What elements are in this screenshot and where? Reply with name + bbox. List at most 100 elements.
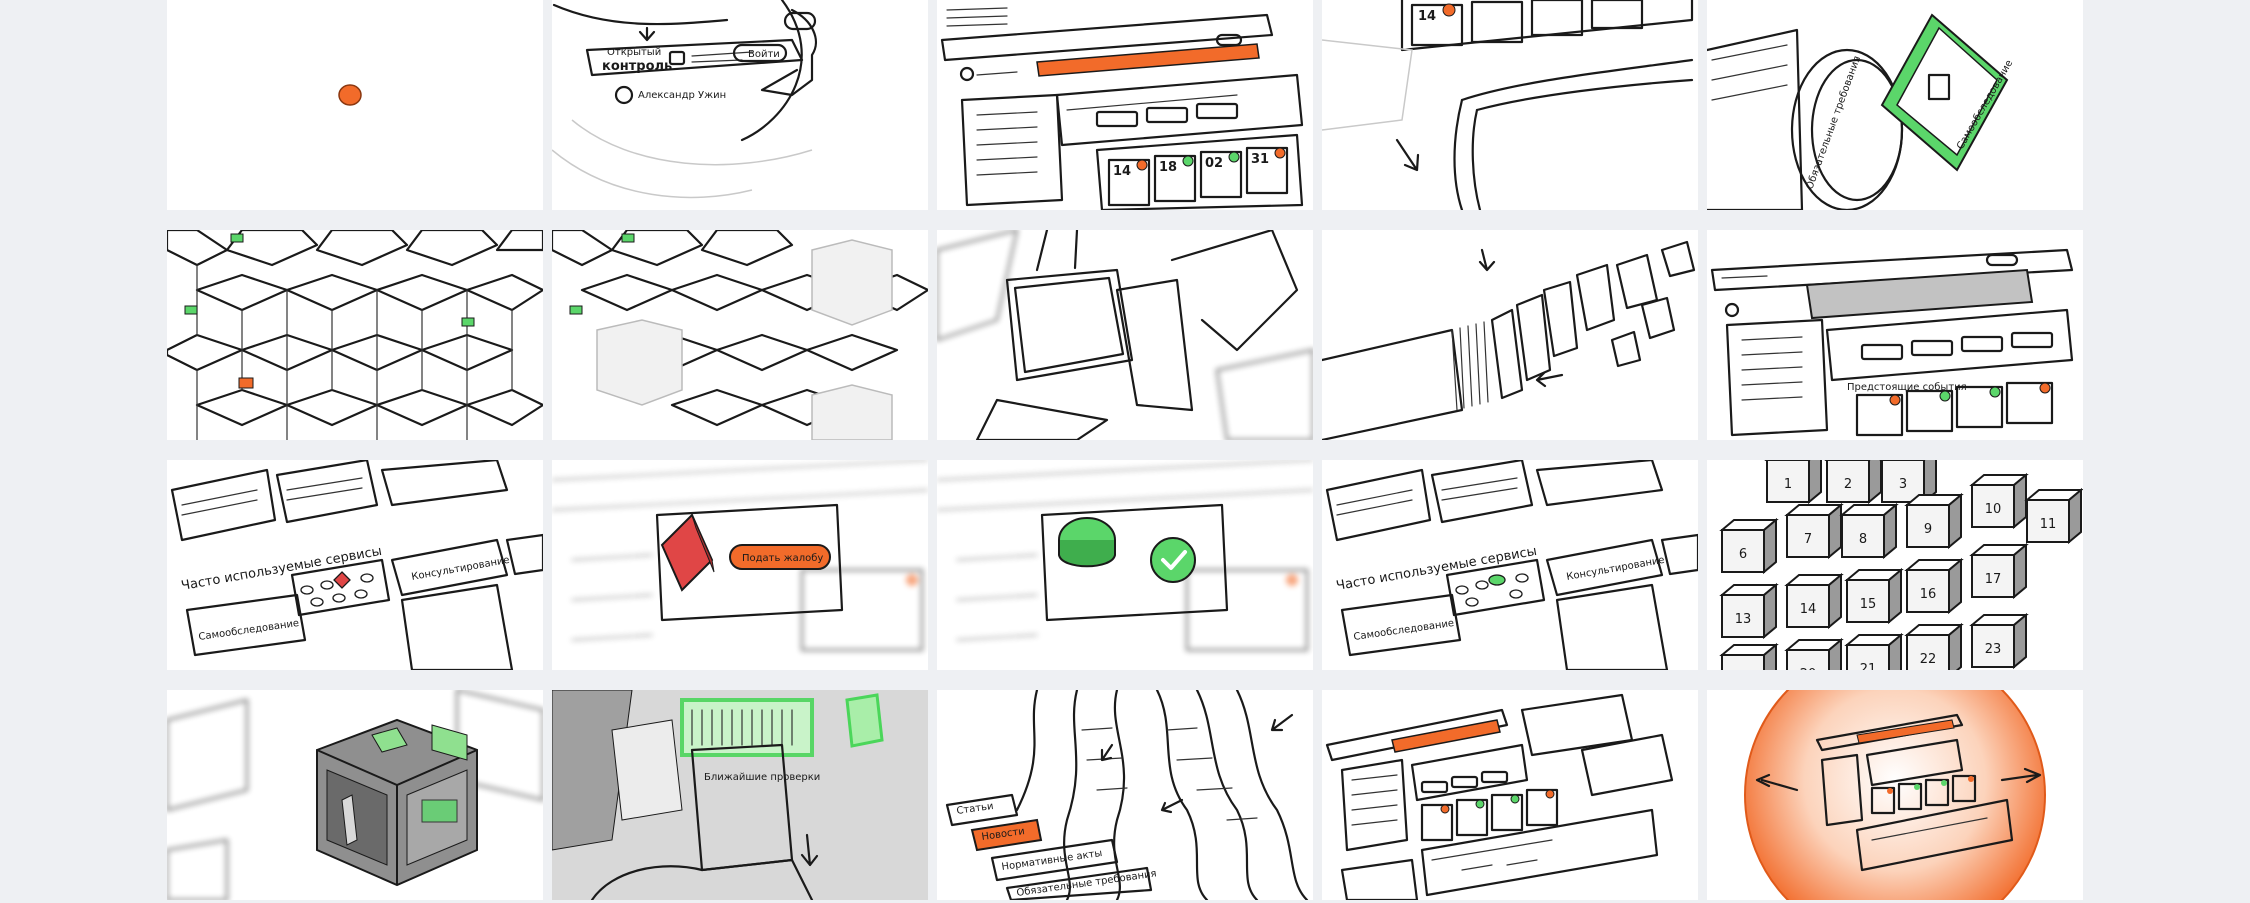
number-cube: 7 — [1784, 502, 1844, 560]
sketch-hex-tiles-1 — [167, 230, 543, 440]
consulting-text-2: Консультирование — [1566, 555, 1666, 583]
green-status-dot — [1182, 155, 1194, 167]
green-status-dot-2 — [1228, 151, 1240, 163]
orange-token — [338, 84, 362, 106]
sketch-dashboard-zoom: 14 — [1322, 0, 1694, 210]
frame-dashboard-zoom: 14 — [1322, 0, 1698, 210]
number-cube: 23 — [1969, 612, 2029, 670]
frequent-services-text: Часто используемые сервисы — [180, 544, 383, 594]
number-cube: 9 — [1904, 492, 1964, 550]
self-check-text-2: Самообследование — [1353, 618, 1455, 643]
number-cube: 8 — [1839, 502, 1899, 560]
number-cube: 1 — [1764, 460, 1822, 505]
day-18-text: 18 — [1159, 160, 1177, 175]
frame-frequent-services-red: Часто используемые сервисы Консультирова… — [167, 460, 543, 670]
frame-grey-cube — [167, 690, 543, 900]
normative-label: Нормативные акты — [1001, 848, 1103, 873]
frame-floating-cards — [937, 230, 1313, 440]
sketch-nav-labels: Статьи Новости Нормативные акты Обязател… — [945, 690, 1309, 900]
number-cube: 13 — [1719, 582, 1779, 640]
storyboard-grid: Открытый контроль Войти Александр Ужин — [167, 0, 2083, 903]
upcoming-events-text: Предстоящие события — [1847, 382, 1967, 393]
frame-card-stack — [1322, 230, 1698, 440]
check-icon — [1150, 537, 1196, 583]
number-cube: 2 — [1824, 460, 1882, 505]
cube-number: 9 — [1924, 522, 1932, 537]
complaint-button-label: Подать жалобу — [742, 553, 823, 564]
consulting-text: Консультирование — [411, 555, 511, 583]
number-cube: 19 — [1719, 642, 1779, 670]
sketch-glowing-card: Ближайшие проверки — [552, 690, 928, 900]
number-cube: 11 — [2024, 487, 2083, 545]
cube-number: 14 — [1800, 602, 1817, 617]
cube-number: 8 — [1859, 532, 1867, 547]
sketch-frequent-services-red: Часто используемые сервисы Консультирова… — [170, 460, 543, 670]
cube-number: 22 — [1920, 652, 1937, 667]
sketch-orange-circle-page — [1744, 690, 2046, 900]
sketch-floating-cards — [937, 230, 1313, 440]
cube-number: 20 — [1800, 667, 1817, 670]
number-cube: 14 — [1784, 572, 1844, 630]
frame-glowing-card: Ближайшие проверки — [552, 690, 928, 900]
frame-hex-tiles-1 — [167, 230, 543, 440]
person-name-text: Александр Ужин — [638, 90, 726, 101]
cube-number: 10 — [1985, 502, 2002, 517]
number-cube: 6 — [1719, 517, 1779, 575]
number-cube: 3 — [1879, 460, 1937, 505]
cube-number: 15 — [1860, 597, 1877, 612]
sketch-open-control-header: Открытый контроль Войти Александр Ужин — [552, 0, 818, 199]
number-cube: 21 — [1844, 632, 1904, 670]
orange-status-dot-2 — [1274, 147, 1286, 159]
frame-numbered-cubes: 1236789101113141516171920212223 — [1707, 460, 2083, 670]
number-cube: 10 — [1969, 472, 2029, 530]
sketch-orange-dot — [338, 84, 362, 106]
frame-complaint-popup: Подать жалобу — [552, 460, 928, 670]
frame-full-page — [1322, 690, 1698, 900]
sketch-numbered-cubes: 1236789101113141516171920212223 — [1719, 460, 2083, 670]
frame-hex-tiles-2 — [552, 230, 928, 440]
sketch-grey-cube — [167, 690, 543, 900]
frame-nav-labels: Статьи Новости Нормативные акты Обязател… — [937, 690, 1313, 900]
frequent-services-text-2: Часто используемые сервисы — [1335, 544, 1538, 594]
number-cube: 15 — [1844, 567, 1904, 625]
complaint-button[interactable] — [729, 544, 831, 570]
cube-number: 21 — [1860, 662, 1877, 670]
number-cube: 16 — [1904, 557, 1964, 615]
logo-big-text: контроль — [602, 59, 672, 74]
nearest-inspections-text: Ближайшие проверки — [704, 772, 820, 783]
frame-success-popup — [937, 460, 1313, 670]
zoom-day-14-text: 14 — [1418, 9, 1436, 24]
self-check-text: Самообследование — [198, 618, 300, 643]
articles-label: Статьи — [956, 801, 994, 817]
cube-number: 23 — [1985, 642, 2002, 657]
frame-frequent-services-green: Часто используемые сервисы Консультирова… — [1322, 460, 1698, 670]
cube-number: 3 — [1899, 477, 1907, 492]
cube-number: 7 — [1804, 532, 1812, 547]
sketch-3d-panels: Обязательные требования Самообследование — [1707, 13, 2015, 210]
day-02-text: 02 — [1205, 156, 1223, 171]
cube-number: 2 — [1844, 477, 1852, 492]
frame-3d-panels: Обязательные требования Самообследование — [1707, 0, 2083, 210]
sketch-frequent-services-green: Часто используемые сервисы Консультирова… — [1325, 460, 1698, 670]
frame-dashboard-3d: Предстоящие события — [1707, 230, 2083, 440]
frame-dashboard-overview: 14 18 02 31 — [937, 0, 1313, 210]
frame-orange-dot — [167, 0, 543, 210]
orange-status-dot — [1136, 159, 1148, 171]
logo-small-text: Открытый — [607, 47, 661, 58]
cube-number: 16 — [1920, 587, 1937, 602]
sign-in-text: Войти — [748, 49, 780, 60]
cube-number: 13 — [1735, 612, 1752, 627]
number-cube: 20 — [1784, 637, 1844, 670]
sketch-dashboard-3d: Предстоящие события — [1710, 248, 2074, 437]
sketch-success-popup — [937, 460, 1313, 652]
sketch-dashboard-overview: 14 18 02 31 — [940, 7, 1304, 210]
sketch-full-page — [1325, 693, 1674, 900]
number-cube: 17 — [1969, 542, 2029, 600]
cube-number: 11 — [2040, 517, 2057, 532]
cube-number: 1 — [1784, 477, 1792, 492]
cube-number: 17 — [1985, 572, 2002, 587]
day-31-text: 31 — [1251, 152, 1269, 167]
number-cube: 22 — [1904, 622, 1964, 670]
sketch-complaint-popup: Подать жалобу — [552, 460, 928, 652]
frame-orange-circle-page — [1707, 690, 2083, 900]
